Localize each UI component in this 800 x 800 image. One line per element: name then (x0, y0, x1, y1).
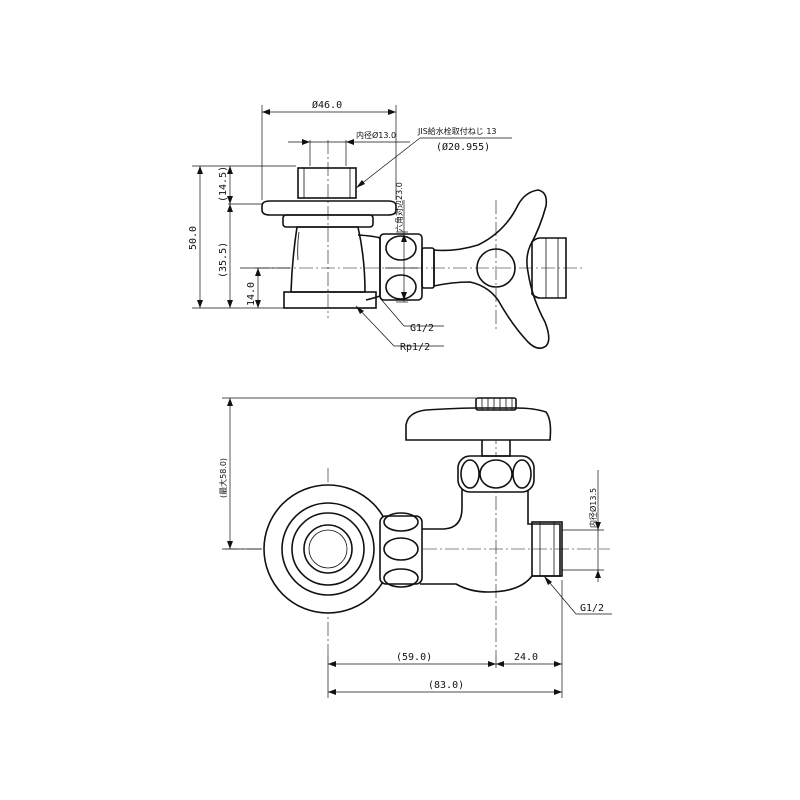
height-50-label: 50.0 (188, 226, 199, 250)
rp12-label: Rp1/2 (400, 342, 430, 353)
flange-disc (263, 484, 393, 614)
top-nipple (297, 167, 357, 199)
front-view: (最大58.0) 内径Ø13.5 G1/2 (59.0) 24.0 (83.0) (218, 397, 612, 698)
height-14-5-label: (14.5) (218, 166, 229, 202)
inner-dia-13-5-label: 内径Ø13.5 (588, 488, 598, 528)
elbow-body (420, 489, 561, 593)
spout-cap (531, 237, 567, 299)
g12-top-label: G1/2 (410, 323, 434, 334)
base-socket (283, 291, 377, 309)
outlet-thread (531, 521, 563, 577)
inner-dia-13-label: 内径Ø13.0 (356, 130, 396, 140)
dim-83-label: (83.0) (428, 680, 464, 691)
dim-46-label: Ø46.0 (312, 99, 342, 111)
bonnet (457, 455, 535, 493)
side-view: Ø46.0 内径Ø13.0 JIS給水栓取付ねじ 13 (Ø20.955) 50… (188, 99, 585, 353)
valve-handle (433, 189, 550, 350)
max-58-label: (最大58.0) (218, 458, 228, 498)
dim-24-label: 24.0 (514, 652, 538, 663)
union-nut-front (379, 515, 423, 585)
height-14-label: 14.0 (246, 282, 257, 306)
flange-plate (261, 200, 397, 216)
jis-thread-dia-label: (Ø20.955) (436, 141, 490, 153)
g12-front-label: G1/2 (580, 603, 604, 614)
hex-23-label: 六角対辺23.0 (394, 182, 404, 232)
dim-59-label: (59.0) (396, 652, 432, 663)
height-35-5-label: (35.5) (218, 242, 229, 278)
handle-knob (475, 397, 517, 411)
handle-hub (476, 248, 516, 288)
handle-front (405, 407, 552, 441)
jis-thread-label: JIS給水栓取付ねじ 13 (417, 126, 497, 136)
